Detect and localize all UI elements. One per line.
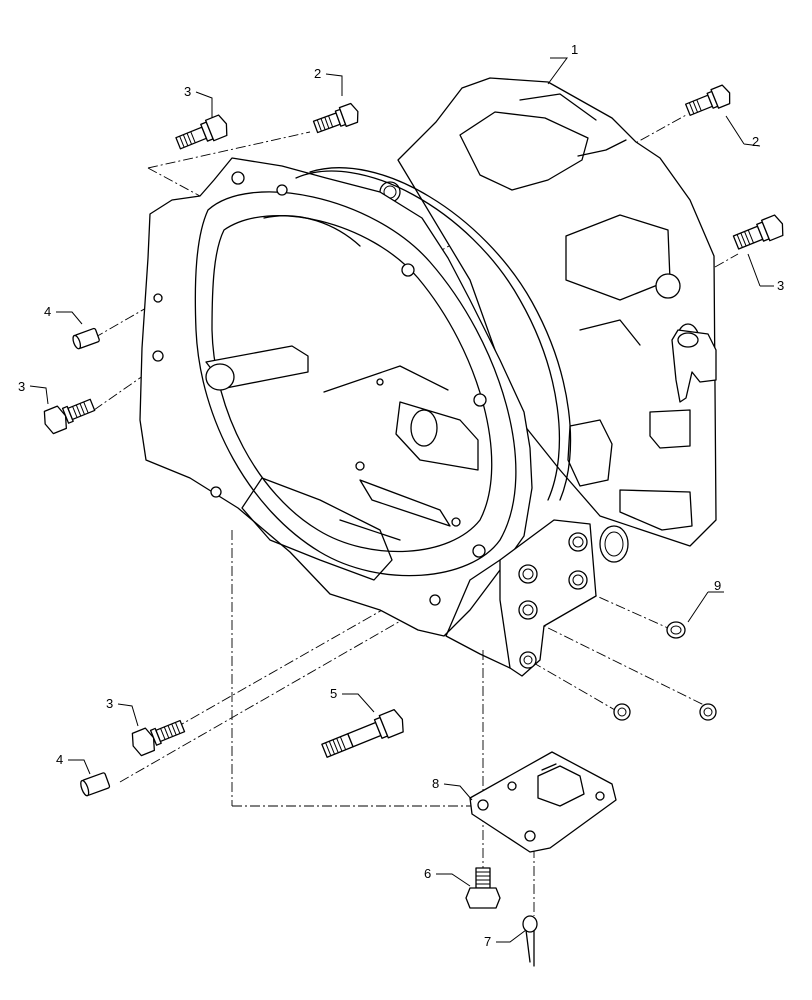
callout-leaders (29, 57, 774, 943)
callout-3-left: 3 (18, 379, 25, 394)
callout-labels: 1 2 2 3 3 3 3 4 4 5 6 7 8 9 (18, 42, 784, 949)
bolt-2-top (312, 102, 359, 134)
cover-plate-8 (469, 751, 617, 853)
callout-5: 5 (330, 686, 337, 701)
callout-4-upper: 4 (44, 304, 51, 319)
bolt-3-right (732, 214, 784, 250)
callout-3-lower: 3 (106, 696, 113, 711)
dowel-pin-4-lower (80, 772, 111, 797)
callout-4-lower: 4 (56, 752, 63, 767)
bolt-2-right (684, 84, 731, 116)
callout-2-top: 2 (314, 66, 321, 81)
plug-9 (613, 621, 717, 721)
callout-7: 7 (484, 934, 491, 949)
bolt-3-lower (131, 719, 186, 757)
callout-3-right: 3 (777, 278, 784, 293)
bolt-5 (321, 708, 404, 758)
callout-6: 6 (424, 866, 431, 881)
bolt-3-left (43, 398, 96, 435)
callout-3-top-left: 3 (184, 84, 191, 99)
callout-8: 8 (432, 776, 439, 791)
cotter-pin-7 (522, 915, 538, 967)
bolt-6 (465, 867, 501, 909)
callout-1: 1 (571, 42, 578, 57)
callout-2-right: 2 (752, 134, 759, 149)
bolt-3-top-left (175, 114, 228, 150)
transmission-housing (139, 77, 717, 677)
callout-9: 9 (714, 578, 721, 593)
dowel-pin-4-upper (72, 327, 100, 350)
